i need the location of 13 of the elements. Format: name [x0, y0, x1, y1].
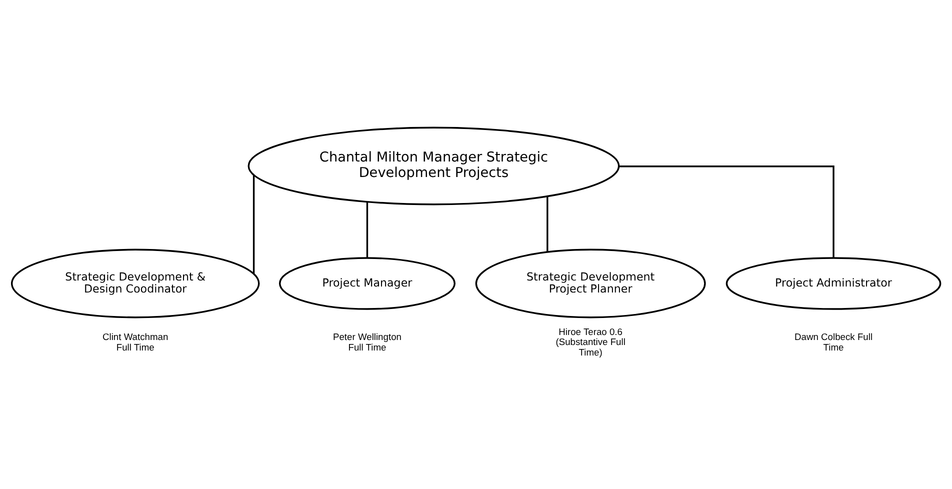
node-label: Peter Wellington Full Time: [332, 332, 402, 352]
node-ellipse: Strategic Development & Design Coodinator: [10, 248, 260, 318]
node-label: Dawn Colbeck Full Time: [794, 332, 873, 352]
node-ellipse: Chantal Milton Manager Strategic Development Projects: [248, 126, 620, 206]
node-label: Clint Watchman Full Time: [102, 332, 168, 352]
connector: [252, 175, 255, 274]
node-ellipse: Project Administrator: [726, 257, 942, 310]
node-label: Hiroe Terao 0.6 (Substantive Full Time): [556, 326, 626, 358]
connector: [619, 166, 834, 258]
node-ellipse: Strategic Development Project Planner: [475, 248, 706, 318]
node-ellipse: Project Manager: [278, 257, 456, 310]
connector: [546, 196, 548, 252]
connector: [366, 202, 368, 258]
